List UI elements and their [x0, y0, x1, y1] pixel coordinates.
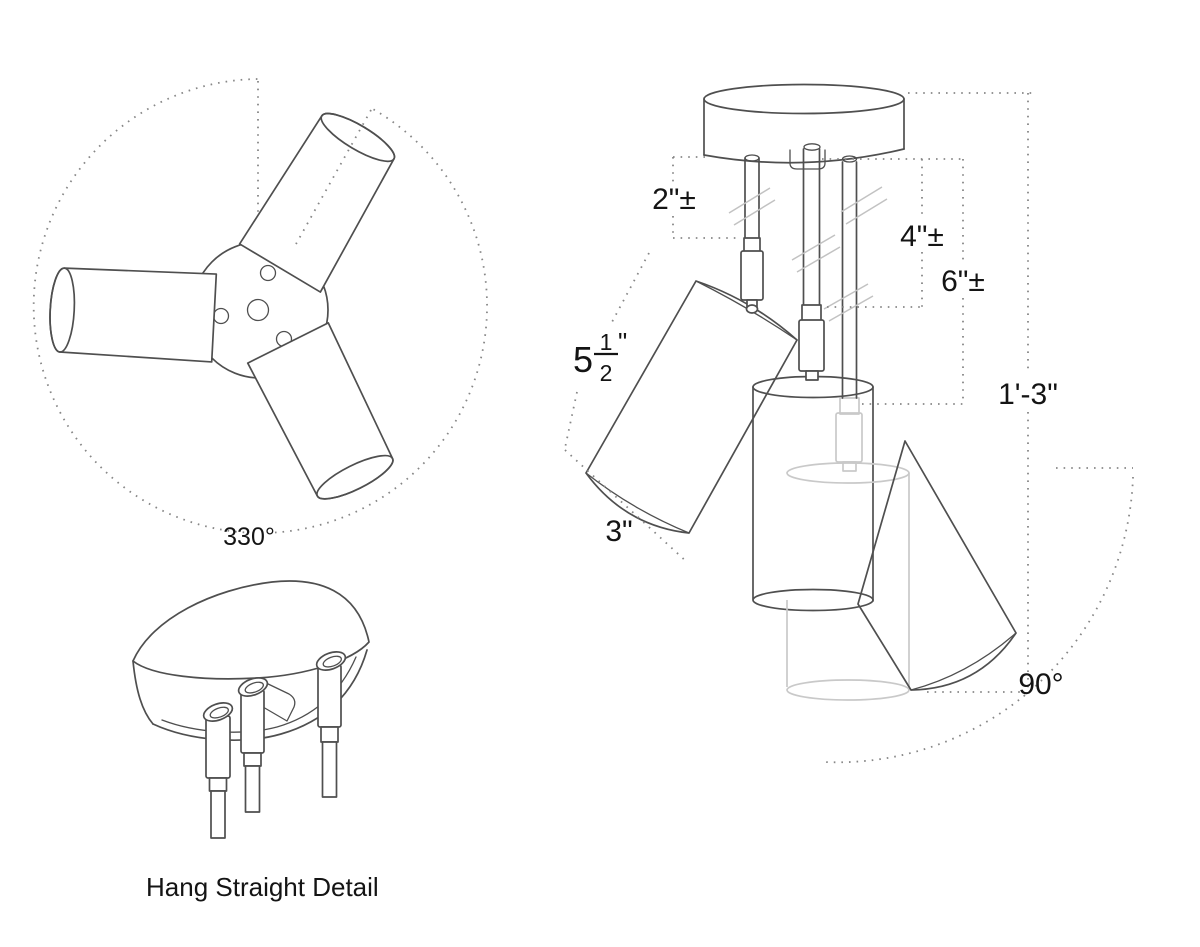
head-length-whole: 5	[573, 339, 593, 380]
head-length-denominator: 2	[600, 360, 613, 386]
head-right-tilted	[857, 440, 1017, 691]
break-marks	[728, 186, 888, 322]
head-length-label: 5 1 2 "	[573, 327, 627, 386]
head-length-numerator: 1	[600, 329, 613, 355]
stem-medium-label: 4"±	[900, 220, 944, 253]
dim-stem-long-bracket	[862, 159, 964, 405]
head-lower-right	[246, 322, 394, 500]
head-left	[49, 267, 218, 363]
dim-stem-medium-bracket	[827, 159, 923, 308]
stem-middle	[798, 148, 825, 381]
head-length-unit: "	[618, 327, 627, 357]
head-diameter-label: 3"	[605, 515, 632, 548]
mounting-plate	[262, 681, 296, 722]
stem-short-label: 2"±	[652, 183, 696, 216]
stem-long-label: 6"±	[941, 265, 985, 298]
rotation-radial-line	[295, 109, 372, 245]
stem-left	[740, 154, 764, 314]
dim-stem-short-bracket	[672, 156, 741, 239]
hang-straight-caption: Hang Straight Detail	[146, 872, 379, 902]
rotation-range-label: 330°	[223, 523, 275, 551]
stem-right	[841, 155, 858, 399]
figure-top-view: 330°	[32, 78, 488, 551]
stem-top-cap	[803, 143, 821, 151]
head-center-vertical	[752, 375, 874, 612]
head-upper-right	[238, 112, 396, 293]
head-right-ghost-position	[786, 397, 910, 701]
dim-head-length-line	[564, 252, 650, 449]
rotation-circle-arc	[32, 78, 261, 534]
figure-hang-straight: Hang Straight Detail	[132, 580, 379, 902]
overall-height-label: 1'-3"	[998, 378, 1058, 411]
tilt-range-label: 90°	[1018, 668, 1063, 701]
hang-stem-left	[202, 702, 234, 839]
head-left-tilted	[585, 280, 798, 534]
hub-hole-center	[246, 298, 270, 322]
hang-stem-middle	[237, 677, 269, 813]
dim-tilt-arc	[823, 467, 1134, 764]
figure-side-view: 2"± 4"± 6"± 1'-3" 90° 3" 5 1 2 "	[564, 83, 1134, 764]
canopy-collar	[789, 149, 826, 170]
dimension-lines	[564, 92, 1134, 764]
hang-stem-right	[315, 651, 347, 798]
dim-overall-height-line	[908, 92, 1036, 693]
hub-hole-top	[259, 264, 277, 282]
